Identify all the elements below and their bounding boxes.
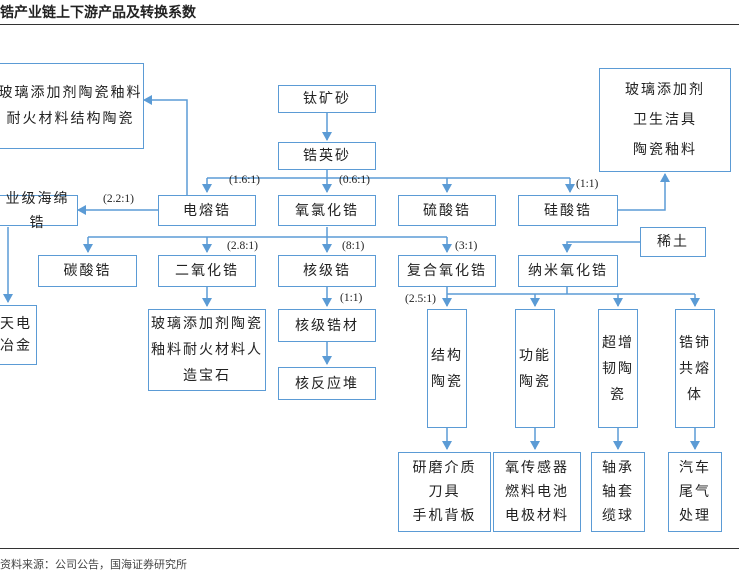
node-zirconium-dioxide: 二氧化锆	[158, 255, 256, 287]
page-title: 锆产业链上下游产品及转换系数	[0, 5, 196, 21]
node-composite-zirconia: 复合氧化锆	[398, 255, 496, 287]
footer-divider	[0, 548, 739, 549]
ratio-nuclear-material: (1:1)	[340, 292, 363, 304]
node-zirconium-sulfate: 硫酸锆	[398, 195, 496, 226]
ratio-nuclear: (8:1)	[342, 240, 365, 252]
node-abrasive-tools-phone-back: 研磨介质 刀具 手机背板	[398, 452, 491, 532]
ratio-electrofused: (1.6:1)	[229, 174, 260, 186]
node-industrial-sponge-zirconium: 业级海绵锆	[0, 191, 78, 231]
node-electrofused-zirconia: 电熔锆	[158, 195, 256, 226]
ratio-dioxide: (2.8:1)	[227, 240, 258, 252]
node-sensor-fuel-cell-electrode: 氧传感器 燃料电池 电极材料	[493, 452, 581, 532]
node-glass-additive-sanitary-glaze: 玻璃添加剂 卫生洁具 陶瓷釉料	[599, 68, 731, 172]
node-nuclear-reactor: 核反应堆	[278, 367, 376, 400]
node-nano-zirconia: 纳米氧化锆	[518, 255, 618, 287]
node-bearing-sleeve-ball: 轴承 轴套 缆球	[591, 452, 645, 532]
ratio-nano: (2.5:1)	[405, 293, 436, 305]
node-nuclear-zirconium-material: 核级锆材	[278, 309, 376, 342]
node-zirconium-silicate: 硅酸锆	[518, 195, 618, 226]
node-toughened-ceramics: 超增韧陶瓷	[598, 309, 638, 428]
node-zr-ce-solid-solution: 锆铈共熔体	[675, 309, 715, 428]
ratio-composite: (3:1)	[455, 240, 478, 252]
ratio-silicate: (1:1)	[576, 178, 599, 190]
node-nuclear-grade-zirconium: 核级锆	[278, 255, 376, 287]
ratio-oxychloride: (0.6:1)	[339, 174, 370, 186]
node-functional-ceramics: 功能陶瓷	[515, 309, 555, 428]
node-zirconium-oxychloride: 氧氯化锆	[278, 195, 376, 226]
node-zirconium-carbonate: 碳酸锆	[38, 255, 137, 287]
node-aerospace-alloy: 天电 冶金	[0, 305, 37, 365]
node-zircon-sand: 锆英砂	[278, 142, 376, 170]
ratio-sponge: (2.2:1)	[103, 193, 134, 205]
node-glass-ceramic-glaze-refractory: 玻璃添加剂陶瓷釉料耐火材料结构陶瓷	[0, 63, 144, 149]
node-structural-ceramics: 结构陶瓷	[427, 309, 467, 428]
node-titanium-ore-sand: 钛矿砂	[278, 85, 376, 113]
title-divider	[0, 24, 739, 25]
node-auto-exhaust: 汽车 尾气 处理	[668, 452, 722, 532]
node-rare-earth: 稀土	[640, 227, 706, 257]
source-note: 资料来源：公司公告，国海证券研究所	[0, 558, 187, 571]
node-glass-glaze-refractory-gem: 玻璃添加剂陶瓷釉料耐火材料人造宝石	[148, 309, 266, 391]
